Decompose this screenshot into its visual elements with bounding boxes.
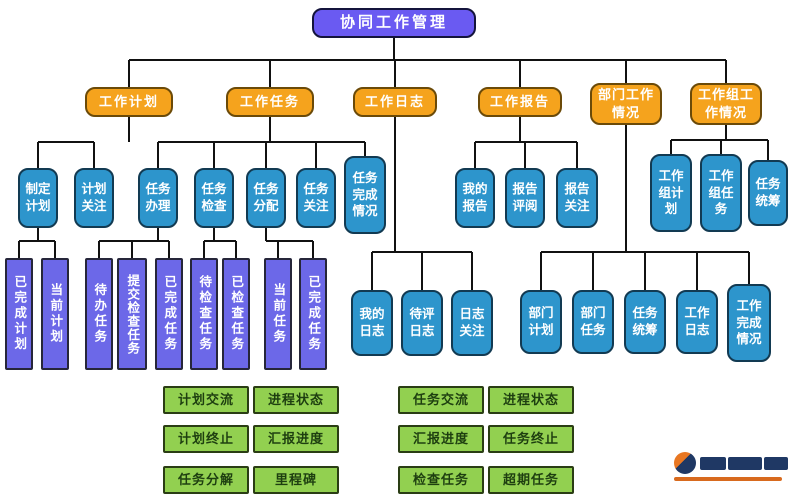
node-report-review: 报告评阅 [505,168,545,228]
node-plan-follow: 计划关注 [74,168,114,228]
leaf-finished-plans: 已完成计划 [5,258,33,370]
leaf-checked-tasks: 已检查任务 [222,258,250,370]
branch-work-plan: 工作计划 [85,87,173,117]
action-plan-terminate: 计划终止 [163,425,249,453]
branch-work-task: 工作任务 [226,87,314,117]
node-make-plan: 制定计划 [18,168,58,228]
node-work-completion: 工作完成情况 [727,284,771,362]
logo-wordmark [700,456,788,470]
action-task-discuss: 任务交流 [398,386,484,414]
leaf-tasks-to-check: 待检查任务 [190,258,218,370]
action-progress-status-left: 进程状态 [253,386,339,414]
root-node: 协同工作管理 [312,8,476,38]
action-report-progress-right: 汇报进度 [398,425,484,453]
node-task-check: 任务检查 [194,168,234,228]
node-group-task-overview: 任务统筹 [748,160,788,226]
logo-tagline [674,477,782,481]
node-dept-plan: 部门计划 [520,290,562,354]
branch-dept-work-status: 部门工作情况 [590,83,662,125]
action-overdue-task: 超期任务 [488,466,574,494]
action-task-terminate: 任务终止 [488,425,574,453]
leaf-finished-tasks-handle: 已完成任务 [155,258,183,370]
action-report-progress-left: 汇报进度 [253,425,339,453]
node-task-completion: 任务完成情况 [344,156,386,234]
leaf-current-tasks: 当前任务 [264,258,292,370]
node-log-to-review: 待评日志 [401,290,443,356]
node-dept-work-log: 工作日志 [676,290,718,354]
action-task-decompose: 任务分解 [163,466,249,494]
vendor-logo [674,452,792,492]
action-progress-status-right: 进程状态 [488,386,574,414]
node-report-follow: 报告关注 [556,168,598,228]
branch-work-log: 工作日志 [353,87,437,117]
node-my-report: 我的报告 [455,168,495,228]
action-check-task: 检查任务 [398,466,484,494]
node-task-assign: 任务分配 [246,168,286,228]
node-group-task: 工作组任务 [700,154,742,232]
action-milestone: 里程碑 [253,466,339,494]
node-log-follow: 日志关注 [451,290,493,356]
leaf-current-plans: 当前计划 [41,258,69,370]
node-task-handle: 任务办理 [138,168,178,228]
action-plan-discuss: 计划交流 [163,386,249,414]
node-task-overview: 任务统筹 [624,290,666,354]
leaf-submit-check-tasks: 提交检查任务 [117,258,147,370]
logo-mark-icon [674,452,696,474]
node-my-log: 我的日志 [351,290,393,356]
node-group-plan: 工作组计划 [650,154,692,232]
node-task-follow: 任务关注 [296,168,336,228]
branch-group-work-status: 工作组工作情况 [690,83,762,125]
leaf-todo-tasks: 待办任务 [85,258,113,370]
leaf-finished-tasks-assign: 已完成任务 [299,258,327,370]
node-dept-task: 部门任务 [572,290,614,354]
branch-work-report: 工作报告 [478,87,562,117]
